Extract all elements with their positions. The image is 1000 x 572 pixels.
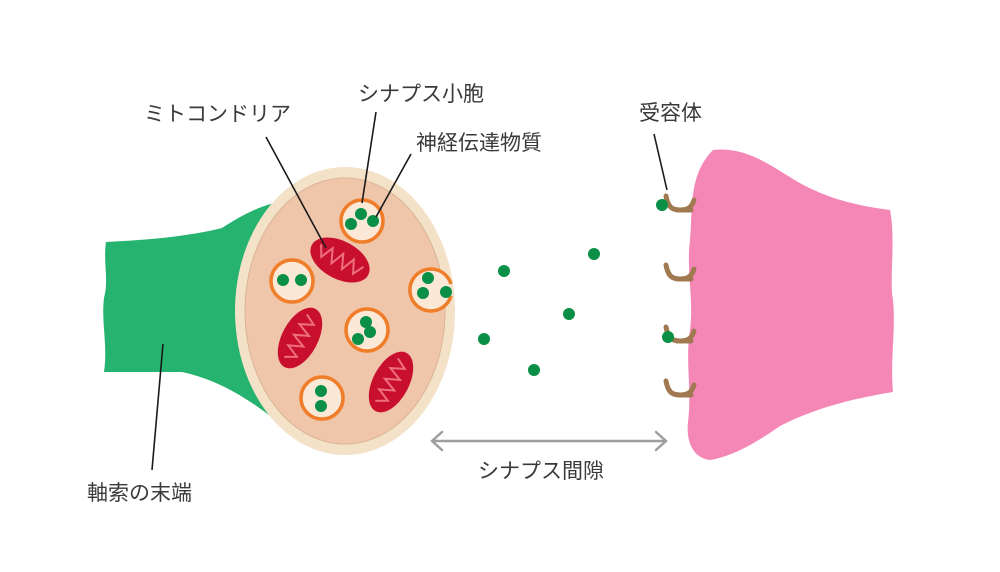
synaptic-vesicle-fusing	[408, 267, 453, 313]
leader-synaptic-vesicle	[361, 111, 377, 204]
neurotransmitter	[563, 308, 575, 320]
neurotransmitter	[498, 265, 510, 277]
mitochondrion	[310, 237, 370, 283]
leader-mitochondria	[265, 136, 327, 249]
synaptic-vesicle	[344, 307, 390, 353]
mitochondrion	[277, 307, 323, 369]
neurotransmitter	[528, 364, 540, 376]
synaptic-vesicle	[339, 198, 385, 244]
postsynaptic-cell	[687, 149, 894, 460]
receptor	[663, 378, 697, 398]
receptor	[663, 193, 697, 213]
label-synaptic-vesicle: シナプス小胞	[358, 82, 484, 106]
label-synaptic-cleft: シナプス間隙	[478, 459, 604, 483]
synaptic-cleft-arrow	[430, 430, 668, 452]
leader-receptor	[653, 133, 668, 191]
synaptic-vesicle	[299, 375, 345, 421]
label-axon-terminal: 軸索の末端	[87, 481, 192, 505]
neurotransmitter	[478, 333, 490, 345]
bound-neurotransmitter	[662, 331, 674, 343]
mitochondrion	[368, 351, 414, 413]
neurotransmitter	[588, 248, 600, 260]
synaptic-vesicle	[269, 258, 315, 304]
label-receptor: 受容体	[639, 101, 702, 125]
label-mitochondria: ミトコンドリア	[144, 102, 291, 126]
label-neurotransmitter: 神経伝達物質	[416, 131, 542, 155]
leader-neurotransmitter	[375, 153, 412, 218]
leader-axon-terminal	[151, 343, 164, 471]
receptor	[663, 262, 697, 282]
bound-neurotransmitter	[656, 199, 668, 211]
